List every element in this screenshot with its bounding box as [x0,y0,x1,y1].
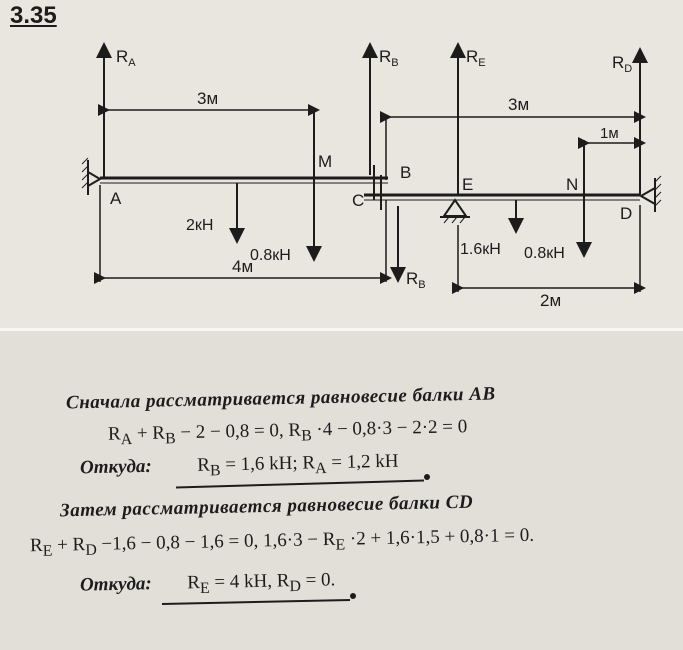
label-dim-ab-3m: 3м [197,89,218,108]
hinge-bc [373,165,382,210]
label-load-16kn: 1.6кН [460,241,501,258]
label-point-n: N [566,175,578,194]
label-point-d: D [620,204,632,223]
dim-ab-4m [94,185,392,284]
label-re: RE [466,47,486,69]
support-d [638,175,662,212]
label-point-e: E [462,175,473,194]
label-load-08kn-left: 0.8кН [250,247,291,264]
label-dim-ab-4m: 4м [232,257,253,276]
label-point-b: B [400,163,411,182]
label-point-m: M [318,152,332,171]
label-dim-ed-2m: 2м [540,291,561,310]
support-e [440,198,470,224]
label-load-2kn: 2кН [186,217,213,234]
solution-panel [0,330,683,650]
result-beam-cd: Откуда: RE = 4 kH, RD = 0. [79,569,336,597]
label-rb-top: RB [379,47,399,69]
problem-number: 3.35 [10,2,57,29]
result-beam-cd-dot [350,593,356,599]
label-point-c: C [352,191,364,210]
label-rd: RD [612,53,632,75]
label-dim-nd-1m: 1м [600,125,619,142]
label-ra: RA [116,47,136,69]
support-a [81,157,102,195]
label-rb-bottom: RB [406,269,426,291]
panel-divider [0,328,683,331]
beam-diagram: RA RB RE RD RB A M B C E N D 3м 3м 1м 4м… [81,42,662,310]
result-beam-ab-dot [424,474,430,480]
dim-ed-2m [452,205,646,294]
dim-cd-3m [380,111,646,180]
label-dim-cd-3m: 3м [508,95,529,114]
label-point-a: A [110,189,122,208]
label-load-08kn-right: 0.8кН [524,245,565,262]
